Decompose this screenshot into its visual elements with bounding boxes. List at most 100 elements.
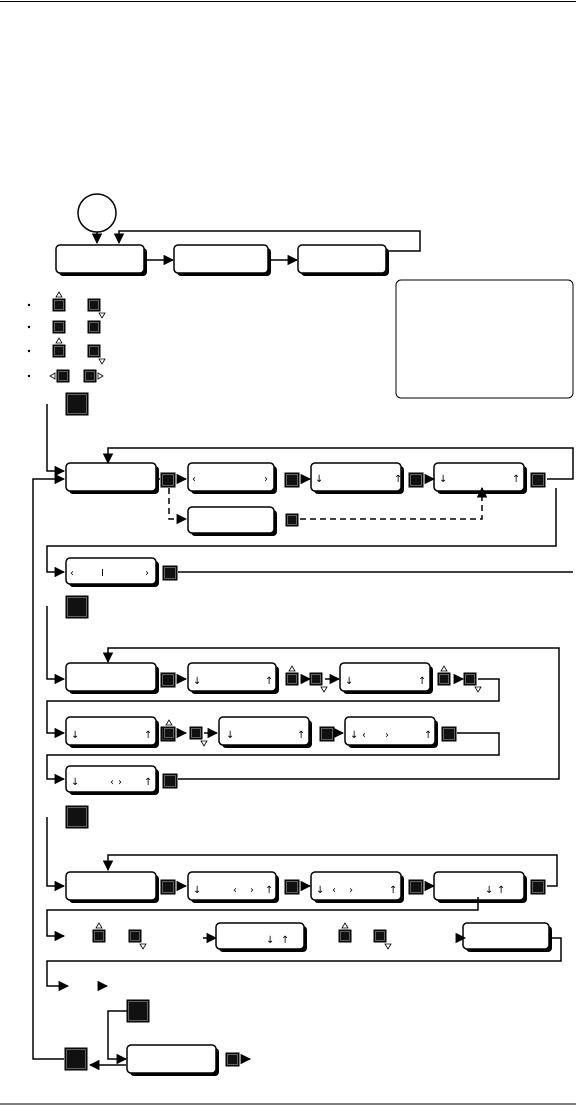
glyph-down-12-icon: ↓ [266, 935, 274, 946]
glyph-up-6-icon: ↑ [297, 730, 305, 741]
key-up-2[interactable] [52, 337, 66, 358]
key-r3b-up[interactable] [92, 922, 106, 943]
bullet-4 [27, 374, 31, 378]
glyph-up-8-icon: ↑ [144, 777, 152, 788]
flow-return-left [32, 473, 66, 1060]
glyph-up-3-icon: ↑ [265, 676, 273, 687]
glyph-right-1-icon: › [264, 474, 268, 485]
glyph-right-4-icon: › [118, 777, 122, 788]
display-r1b-1 [65, 557, 159, 587]
up-triangle-icon [288, 665, 296, 672]
section-key-3[interactable] [65, 805, 89, 829]
section-key-4[interactable] [126, 999, 150, 1023]
key-r2-down[interactable] [309, 672, 328, 693]
flow-r1-dash-right [300, 486, 488, 520]
display-r3b-2 [462, 922, 552, 952]
key-up-1[interactable] [52, 291, 66, 312]
key-r3b-up2[interactable] [338, 922, 352, 943]
glyph-down-5-icon: ↓ [71, 730, 79, 741]
down-triangle-icon [384, 943, 392, 950]
key-b-1[interactable] [87, 320, 101, 334]
down-triangle-icon [98, 312, 106, 319]
glyph-down-4-icon: ↓ [345, 676, 353, 687]
down-triangle-icon [200, 740, 208, 747]
key-r1-dash[interactable] [285, 513, 299, 527]
up-triangle-icon [55, 291, 63, 298]
flow-r0-loop [113, 230, 421, 252]
start-circle [77, 193, 117, 233]
key-r2-1[interactable] [160, 672, 176, 688]
glyph-left-5-icon: ‹ [233, 885, 237, 896]
section-key-2[interactable] [65, 595, 89, 619]
glyph-down-9-icon: ↓ [193, 885, 201, 896]
key-r2b-2[interactable] [319, 726, 335, 742]
key-down-2[interactable] [87, 344, 106, 365]
key-r1b[interactable] [162, 565, 178, 581]
down-triangle-icon [139, 943, 147, 950]
flow-r3b-c [46, 937, 562, 992]
key-exit[interactable] [225, 1052, 240, 1067]
key-r3-2[interactable] [284, 879, 300, 895]
right-triangle-icon [97, 372, 104, 380]
bullet-2 [27, 325, 31, 329]
display-r0-3 [297, 244, 389, 276]
display-r1-dash [187, 506, 277, 536]
glyph-right-5-icon: › [250, 885, 254, 896]
key-a-1[interactable] [52, 320, 66, 334]
key-left-1[interactable] [49, 369, 70, 383]
key-r3-1[interactable] [160, 879, 176, 895]
return-key[interactable] [64, 1047, 88, 1071]
display-r1-1 [65, 462, 159, 494]
key-down-1[interactable] [87, 298, 106, 319]
section-key-1[interactable] [65, 392, 89, 416]
bullet-3 [27, 349, 31, 353]
left-triangle-icon [49, 372, 56, 380]
legend-box [395, 279, 574, 399]
key-r2-up[interactable] [285, 665, 299, 686]
glyph-left-6-icon: ‹ [332, 885, 336, 896]
key-right-1[interactable] [83, 369, 104, 383]
flow-r2-e [46, 678, 500, 739]
display-r2b-2 [218, 716, 312, 748]
key-r1-2[interactable] [284, 472, 300, 488]
glyph-right-6-icon: › [349, 885, 353, 896]
glyph-down-2-icon: ↓ [439, 474, 447, 485]
key-r2b-up[interactable] [162, 719, 176, 740]
glyph-up-12-icon: ↑ [281, 935, 289, 946]
glyph-left-1-icon: ‹ [192, 474, 196, 485]
key-r3-4[interactable] [530, 879, 546, 895]
flow-s2-left [46, 606, 66, 685]
key-r2b-3[interactable] [441, 726, 457, 742]
glyph-up-2-icon: ↑ [512, 474, 520, 485]
flow-r2-loop [102, 647, 560, 780]
glyph-left-3-icon: ‹ [362, 730, 366, 741]
up-triangle-icon [440, 665, 448, 672]
glyph-cursor-icon: I [101, 568, 104, 579]
up-triangle-icon [341, 922, 349, 929]
key-r3b-down[interactable] [128, 929, 147, 950]
key-r2b-down[interactable] [189, 726, 208, 747]
glyph-up-4-icon: ↑ [418, 676, 426, 687]
down-triangle-icon [98, 358, 106, 365]
key-r2-down2[interactable] [463, 672, 482, 693]
display-r2-2 [187, 662, 279, 694]
key-r3b-down2[interactable] [373, 929, 392, 950]
glyph-left-4-icon: ‹ [110, 777, 114, 788]
glyph-up-9-icon: ↑ [265, 885, 273, 896]
key-r3-3[interactable] [408, 879, 424, 895]
glyph-up-10-icon: ↑ [389, 885, 397, 896]
glyph-down-7-icon: ↓ [350, 730, 358, 741]
display-exit [126, 1044, 219, 1076]
glyph-down-3-icon: ↓ [193, 676, 201, 687]
display-r0-2 [173, 244, 271, 276]
flow-r3-loop [102, 854, 558, 887]
flow-r1-dash-down [168, 488, 188, 525]
key-r2c[interactable] [162, 773, 178, 789]
glyph-up-11-icon: ↑ [497, 885, 505, 896]
key-r2-up2[interactable] [437, 665, 451, 686]
display-r3-2 [187, 871, 279, 903]
key-r1-3[interactable] [408, 472, 424, 488]
key-r1-4[interactable] [530, 472, 546, 488]
key-r1-1[interactable] [160, 472, 176, 488]
